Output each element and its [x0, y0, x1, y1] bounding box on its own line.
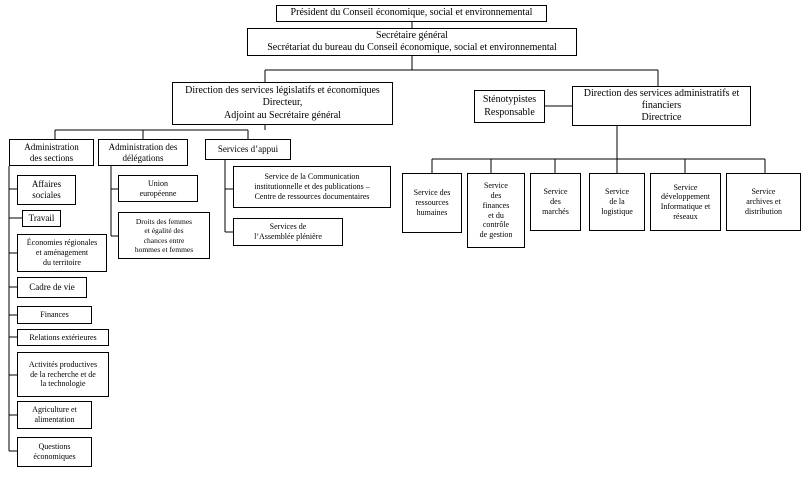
president-box: Président du Conseil économique, social … — [276, 5, 547, 22]
sections-admin-label: Administration des sections — [24, 141, 79, 163]
admin-service-box: Service des marchés — [530, 173, 581, 231]
section-label: Travail — [28, 213, 55, 224]
section-label: Questions économiques — [33, 442, 76, 461]
section-label: Cadre de vie — [29, 282, 75, 293]
section-label: Finances — [40, 310, 69, 320]
section-box: Finances — [17, 306, 92, 324]
section-box: Affaires sociales — [17, 175, 76, 205]
delegation-label: Droits des femmes et égalité des chances… — [134, 217, 194, 254]
section-label: Relations extérieures — [29, 332, 97, 342]
admin-service-box: Service des finances et du contrôle de g… — [467, 173, 525, 248]
administrative-directorate-box: Direction des services administratifs et… — [572, 86, 751, 126]
admin-service-box: Service développement Informatique et ré… — [650, 173, 721, 231]
sections-admin-box: Administration des sections — [9, 139, 94, 166]
support-services-box: Services d’appui — [205, 139, 291, 160]
delegations-admin-label: Administration des délégations — [108, 141, 178, 163]
admin-service-label: Service des marchés — [542, 187, 569, 216]
section-box: Économies régionales et aménagement du t… — [17, 234, 107, 272]
legislative-directorate-label: Direction des services législatifs et éc… — [185, 85, 380, 121]
section-label: Activités productives de la recherche et… — [28, 359, 98, 389]
admin-service-label: Service archives et distribution — [745, 187, 782, 216]
admin-service-box: Service archives et distribution — [726, 173, 801, 231]
delegation-label: Union européenne — [139, 178, 177, 198]
support-service-box: Service de la Communication institutionn… — [233, 166, 391, 208]
admin-service-box: Service de la logistique — [589, 173, 645, 231]
president-label: Président du Conseil économique, social … — [290, 7, 533, 19]
administrative-directorate-label: Direction des services administratifs et… — [583, 87, 740, 124]
section-label: Affaires sociales — [31, 179, 62, 200]
admin-service-label: Service des ressources humaines — [413, 188, 451, 217]
section-label: Agriculture et alimentation — [32, 405, 77, 424]
secretary-general-box: Secrétaire général Secrétariat du bureau… — [247, 28, 577, 56]
legislative-directorate-box: Direction des services législatifs et éc… — [172, 82, 393, 125]
support-services-label: Services d’appui — [217, 144, 279, 155]
support-service-label: Services de l’Assemblée plénière — [254, 222, 322, 241]
support-service-box: Services de l’Assemblée plénière — [233, 218, 343, 246]
admin-service-label: Service développement Informatique et ré… — [660, 182, 711, 221]
secretary-general-label: Secrétaire général Secrétariat du bureau… — [267, 29, 557, 53]
section-box: Questions économiques — [17, 437, 92, 467]
section-box: Cadre de vie — [17, 277, 87, 298]
section-box: Travail — [22, 210, 61, 227]
section-box: Relations extérieures — [17, 329, 109, 346]
support-service-label: Service de la Communication institutionn… — [254, 172, 370, 201]
delegations-admin-box: Administration des délégations — [98, 139, 188, 166]
stenography-label: Sténotypistes Responsable — [482, 94, 537, 118]
delegation-box: Union européenne — [118, 175, 198, 202]
section-label: Économies régionales et aménagement du t… — [26, 238, 98, 267]
admin-service-label: Service de la logistique — [601, 187, 633, 216]
admin-service-box: Service des ressources humaines — [402, 173, 462, 233]
admin-service-label: Service des finances et du contrôle de g… — [479, 181, 513, 239]
delegation-box: Droits des femmes et égalité des chances… — [118, 212, 210, 259]
section-box: Agriculture et alimentation — [17, 401, 92, 429]
stenography-box: Sténotypistes Responsable — [474, 90, 545, 123]
section-box: Activités productives de la recherche et… — [17, 352, 109, 397]
